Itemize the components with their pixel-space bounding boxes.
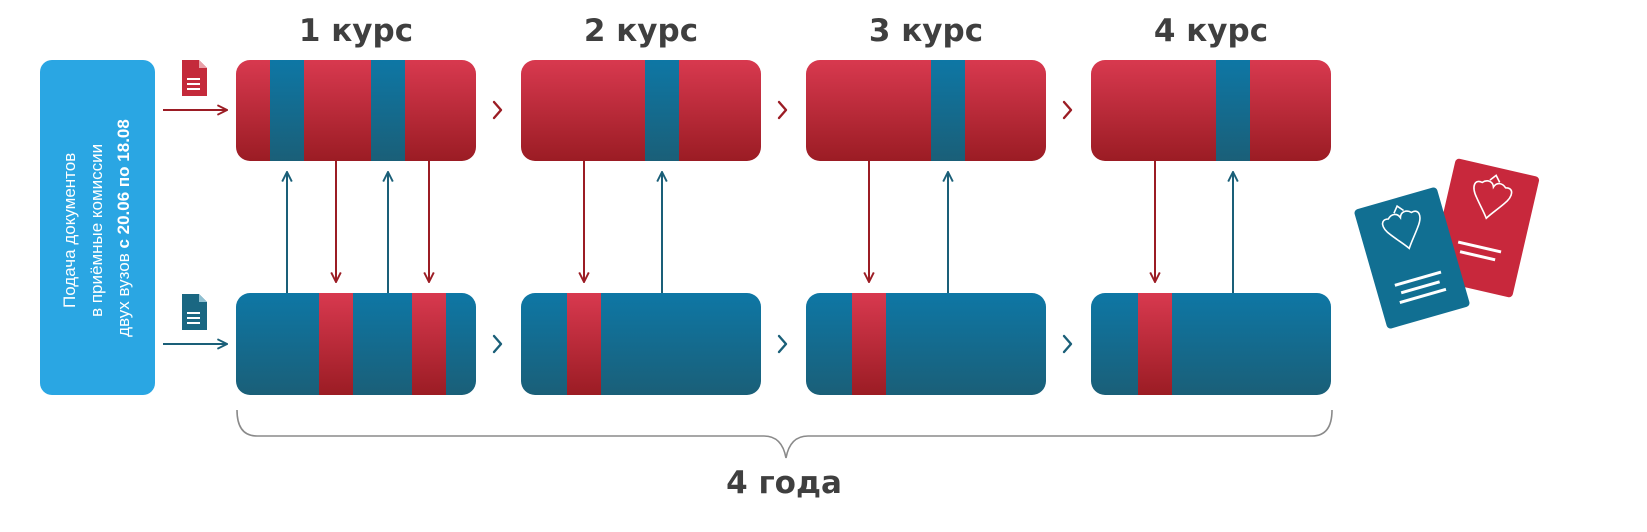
university-b-year-1	[236, 293, 476, 395]
university-a-year-4	[1091, 60, 1331, 161]
document-icon	[182, 294, 207, 330]
duration-label: 4 года	[726, 465, 842, 501]
duration-brace	[236, 409, 1333, 459]
svg-text:Подача документов в приё: Подача документов в приёмные комиссии дв…	[60, 119, 133, 337]
year-label-2: 2 курс	[584, 13, 698, 49]
chevron-right-icon	[777, 334, 788, 354]
university-b-year-2	[521, 293, 761, 395]
chevron-right-icon	[492, 334, 503, 354]
university-a-year-3	[806, 60, 1046, 161]
application-line-3: двух вузов	[114, 249, 133, 337]
year-label-3: 3 курс	[869, 13, 983, 49]
application-dates: с 20.06 по 18.08	[114, 119, 133, 248]
application-line-1: Подача документов	[60, 153, 79, 308]
chevron-right-icon	[777, 100, 788, 120]
chevron-right-icon	[492, 100, 503, 120]
chevron-right-icon	[1062, 100, 1073, 120]
year-label-4: 4 курс	[1154, 13, 1268, 49]
chevrons	[492, 100, 1073, 354]
university-a-year-1	[236, 60, 476, 161]
university-b-year-3	[806, 293, 1046, 395]
university-a-year-2	[521, 60, 761, 161]
application-line-2: в приёмные комиссии	[87, 144, 106, 317]
document-icon	[182, 60, 207, 96]
exchange-arrows	[287, 161, 1233, 293]
application-box: Подача документов в приёмные комиссии дв…	[40, 60, 155, 395]
university-b-year-4	[1091, 293, 1331, 395]
year-label-1: 1 курс	[299, 13, 413, 49]
chevron-right-icon	[1062, 334, 1073, 354]
diploma-icon	[1354, 158, 1540, 329]
